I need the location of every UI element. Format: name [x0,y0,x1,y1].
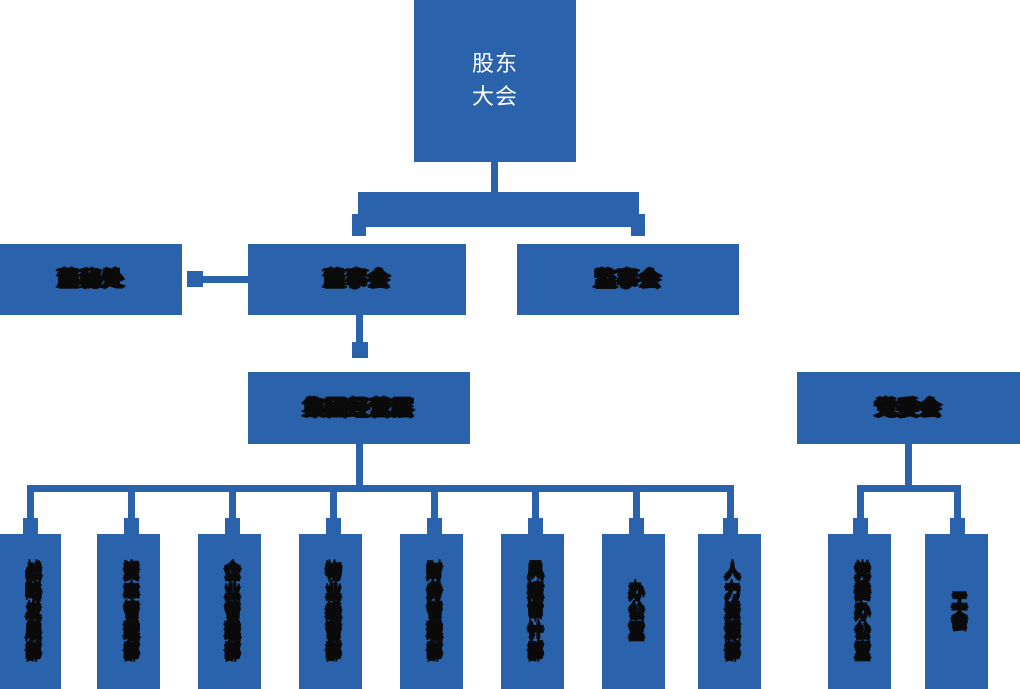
node-department-property-label: 物业经营部 [321,561,341,662]
node-shareholders-meeting-label: 股东 大会 [471,52,518,110]
node-department-risk-audit-label: 风控审计部 [523,561,543,662]
node-department-strategy-label: 战略发展部 [21,561,41,662]
connector-nub-dept-2 [124,518,139,534]
node-department-finance-label: 财务管理部 [422,561,442,662]
node-party-committee-label: 党委会 [875,395,942,420]
node-department-labor-union[interactable]: 工会 [925,534,988,689]
connector-nub-dept-3 [225,518,240,534]
connector-drop-party-dept-2 [954,485,961,523]
node-board-of-supervisors[interactable]: 监事会 [517,244,739,315]
node-department-human-resources[interactable]: 人力资源部 [698,534,761,689]
connector-nub-board-of-directors [352,214,366,236]
node-department-enterprise-label: 企业管理部 [220,561,240,662]
connector-nub-party-dept-1 [853,518,868,534]
node-department-capital[interactable]: 资本管理部 [97,534,160,689]
connector-nub-dept-4 [326,518,341,534]
connector-drop-dept-4 [330,485,337,523]
connector-drop-dept-5 [431,485,438,523]
connector-board-to-management [356,315,363,342]
node-group-management[interactable]: 集团经营层 [248,372,470,444]
connector-nub-board-secretary [187,271,203,287]
node-department-finance[interactable]: 财务管理部 [400,534,463,689]
node-department-human-resources-label: 人力资源部 [720,561,740,662]
connector-nub-board-of-supervisors [631,214,645,236]
connector-nub-group-management [352,342,368,358]
node-department-strategy[interactable]: 战略发展部 [0,534,61,689]
connector-root-rail [358,192,639,227]
connector-management-drop [356,444,363,485]
node-board-secretary-office-label: 董秘处 [58,267,124,292]
node-department-enterprise[interactable]: 企业管理部 [198,534,261,689]
node-group-management-label: 集团经营层 [304,395,414,420]
connector-drop-dept-3 [229,485,236,523]
node-department-labor-union-label: 工会 [947,591,967,632]
node-board-of-directors-label: 董事会 [324,267,390,292]
connector-secretary-to-board [196,276,254,283]
connector-drop-dept-1 [27,485,34,523]
node-department-office[interactable]: 办公室 [602,534,665,689]
connector-drop-dept-2 [128,485,135,523]
connector-nub-dept-8 [723,518,738,534]
node-department-property[interactable]: 物业经营部 [299,534,362,689]
connector-nub-dept-7 [629,518,644,534]
connector-root-drop [491,162,498,192]
node-board-secretary-office[interactable]: 董秘处 [0,244,182,315]
node-department-party-office-label: 党委办公室 [850,561,870,662]
connector-drop-dept-6 [532,485,539,523]
connector-drop-dept-7 [633,485,640,523]
connector-party-rail [857,485,961,492]
connector-drop-party-dept-1 [857,485,864,523]
connector-party-drop [905,444,912,485]
connector-nub-dept-5 [427,518,442,534]
node-board-of-directors[interactable]: 董事会 [248,244,466,315]
node-shareholders-meeting[interactable]: 股东 大会 [414,0,576,162]
node-party-committee[interactable]: 党委会 [797,372,1020,444]
node-department-capital-label: 资本管理部 [119,561,139,662]
connector-drop-dept-8 [727,485,734,523]
node-board-of-supervisors-label: 监事会 [595,267,661,292]
connector-nub-dept-6 [528,518,543,534]
connector-departments-rail [27,485,734,492]
node-department-risk-audit[interactable]: 风控审计部 [501,534,564,689]
node-department-office-label: 办公室 [624,581,644,642]
node-department-party-office[interactable]: 党委办公室 [828,534,891,689]
connector-nub-dept-1 [23,518,38,534]
connector-nub-party-dept-2 [950,518,965,534]
